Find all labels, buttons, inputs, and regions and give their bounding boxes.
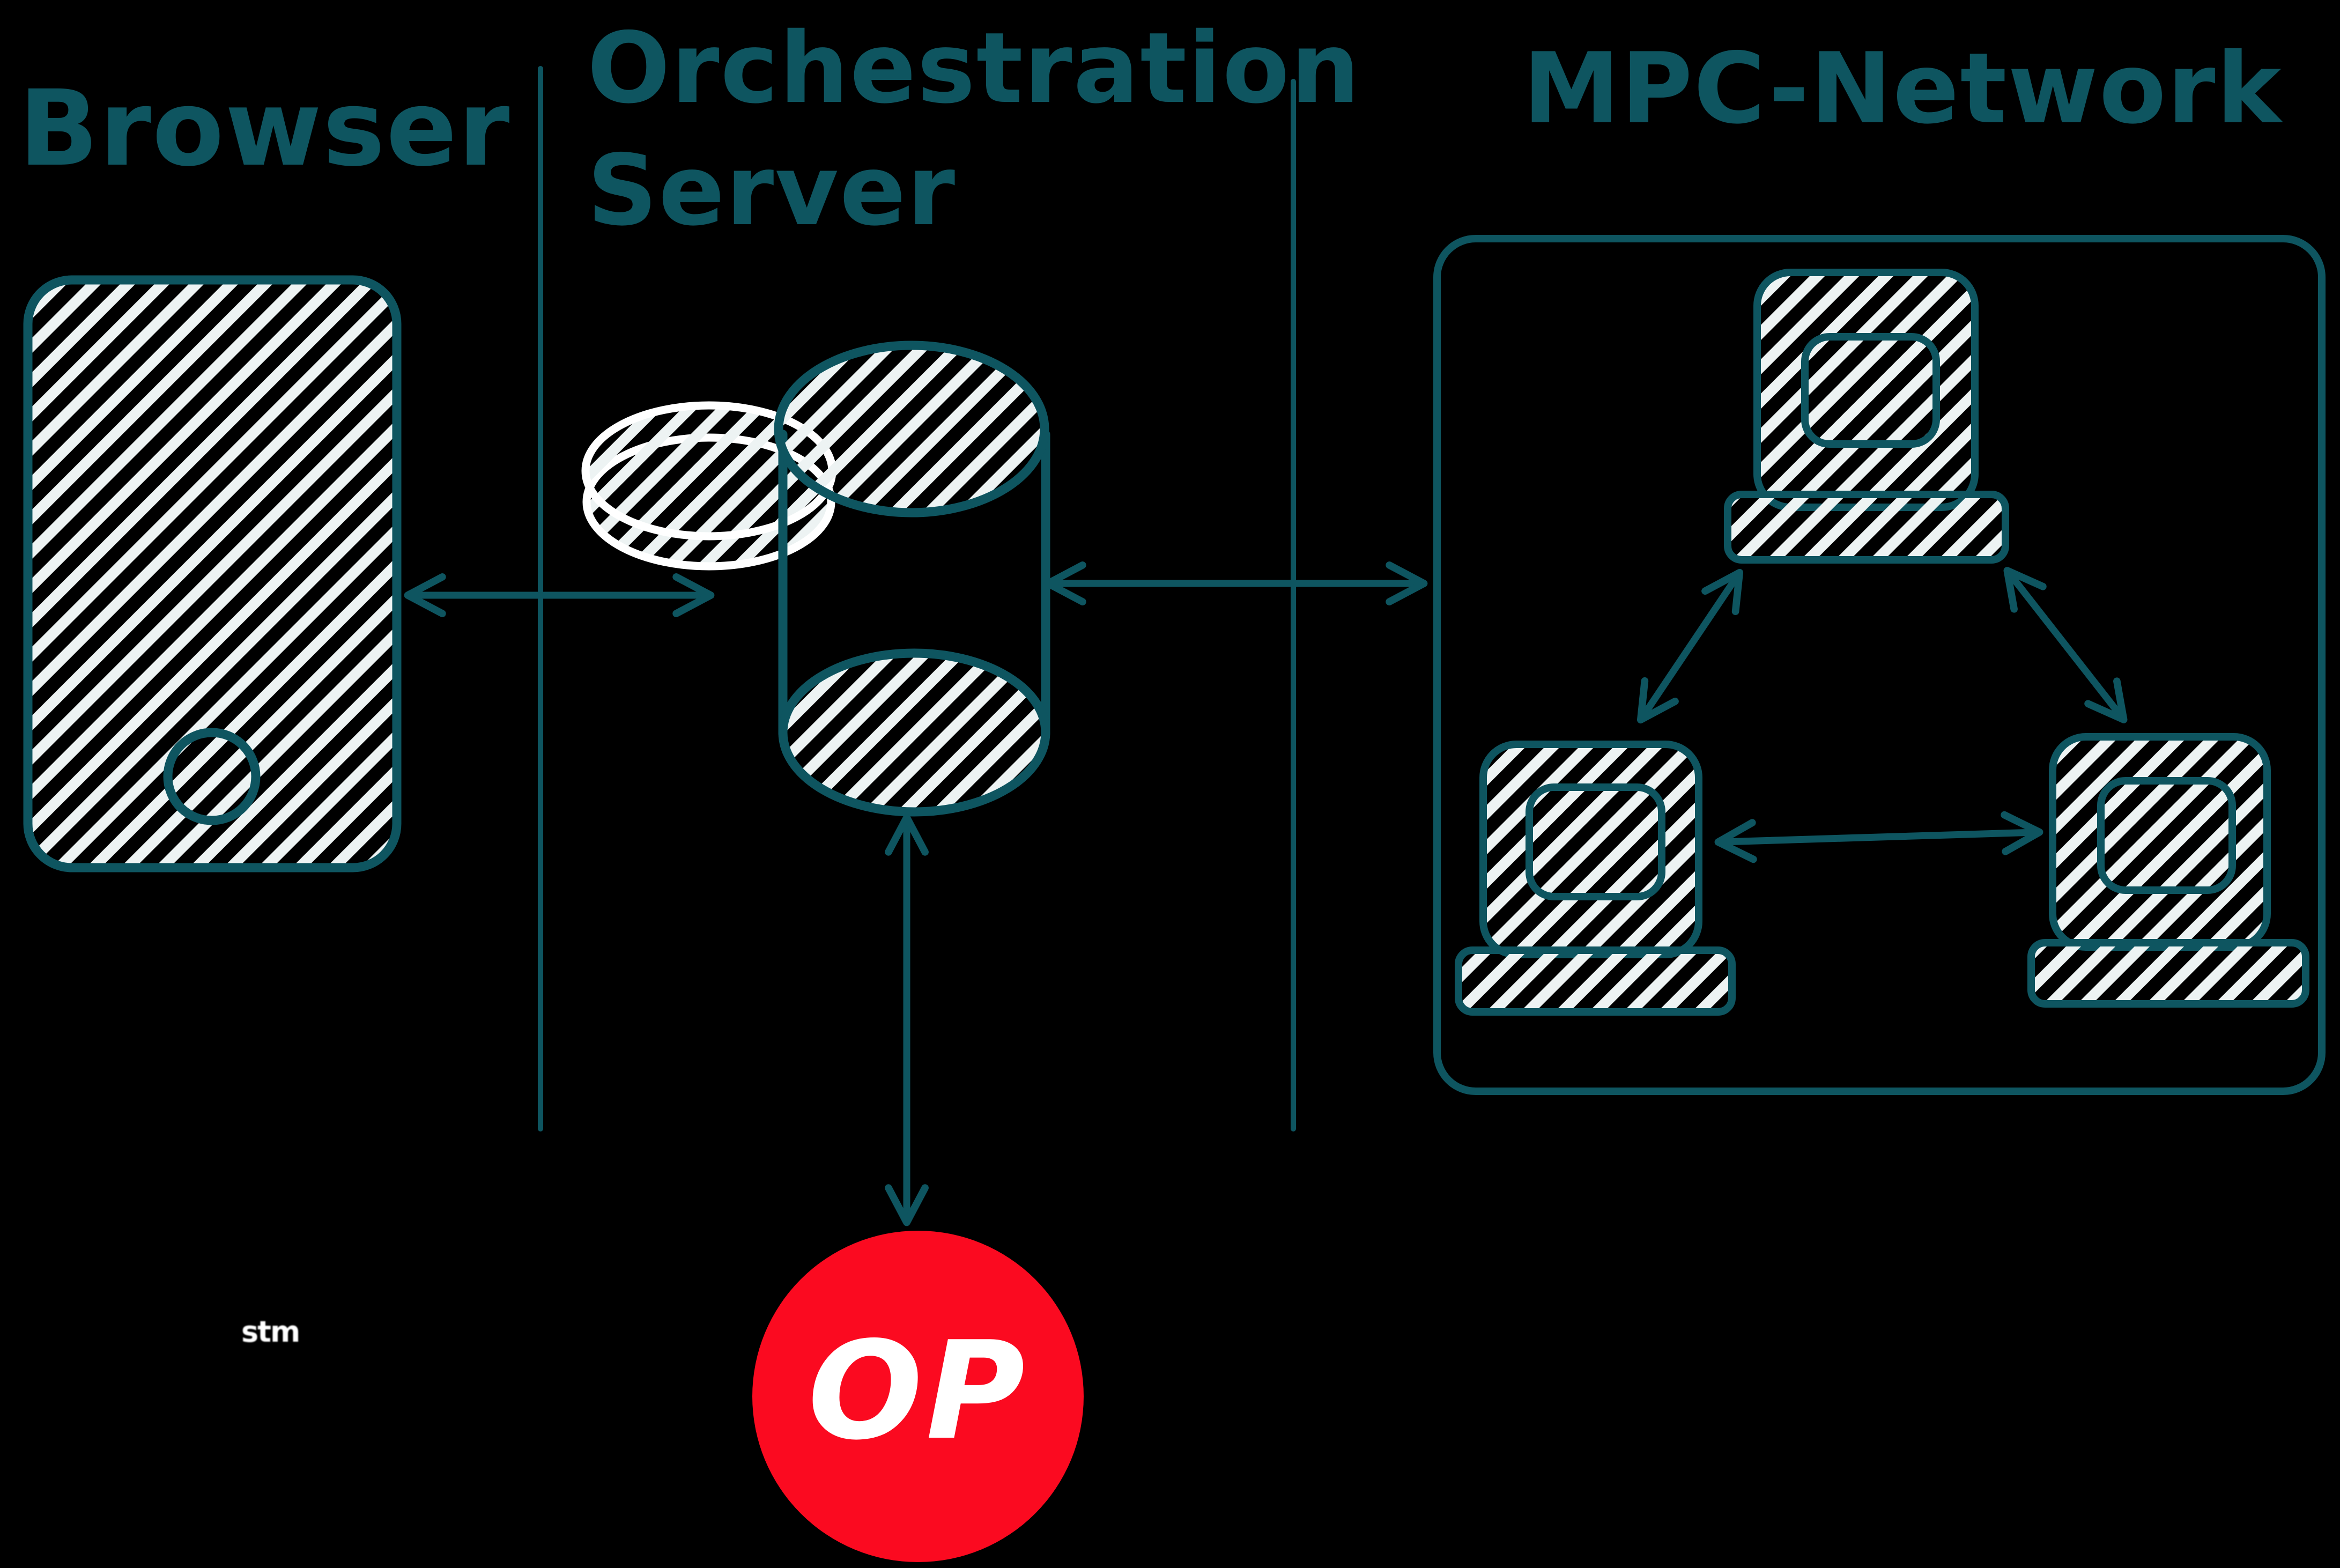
arrow-top-to-left [1636,568,1744,724]
watermark-text: stm [241,1315,300,1349]
computer-base [1724,491,2009,564]
mpc-computer-top [1724,269,2009,564]
op-badge-label: OP [808,1312,1028,1470]
browser-frame [23,275,402,872]
mpc-computer-left [1455,741,1736,1016]
mpc-network-box [1433,235,2326,1095]
session-disc [581,401,836,571]
cylinder-bottom [778,648,1050,817]
browser-window [23,275,402,872]
home-button-icon [163,728,261,825]
orchestration-label-line2: Server [587,133,957,247]
computer-base [1455,946,1736,1016]
mpc-computer-right [2027,733,2309,1008]
computer-screen [1801,333,1940,448]
section-label-mpc-network: MPC-Network [1523,32,2283,145]
section-label-orchestration: Orchestration Server [587,8,1361,252]
computer-base [2027,939,2309,1008]
arrow-left-to-right [1714,811,2043,863]
op-badge: OP [752,1231,1084,1562]
arrow-top-to-right [2003,567,2128,723]
section-label-browser: Browser [19,68,511,189]
computer-screen [1526,783,1665,900]
computer-screen [2097,777,2236,894]
orchestration-label-line1: Orchestration [587,11,1361,125]
cylinder-top [774,341,1049,517]
database-cylinder [774,341,1050,817]
